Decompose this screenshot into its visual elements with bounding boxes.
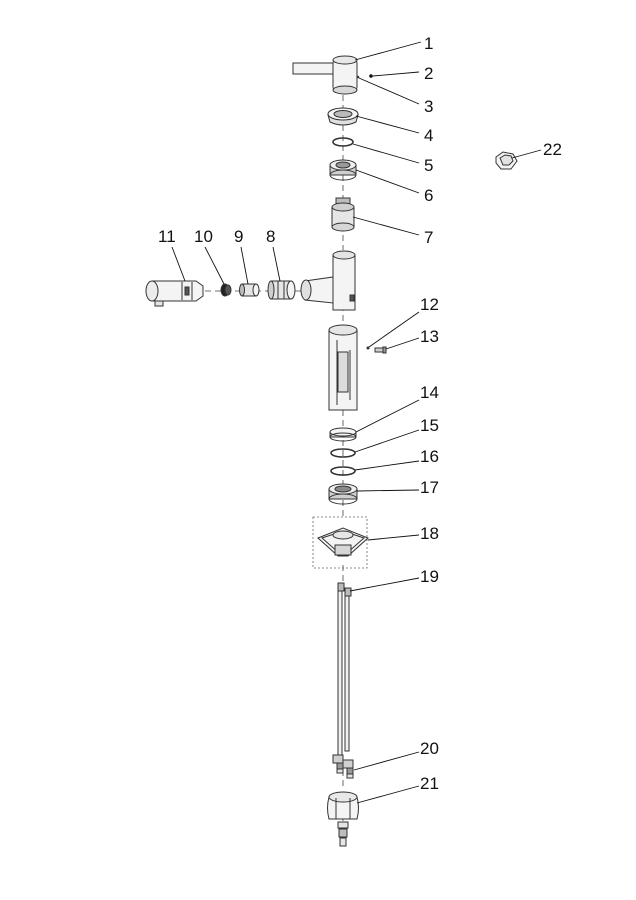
callout-labels: 1 2 3 4 5 6 7 8 9 10 11 12 13 14 15 16 1… xyxy=(158,34,562,793)
callout-7: 7 xyxy=(424,228,433,247)
callout-18: 18 xyxy=(420,524,439,543)
callout-10: 10 xyxy=(194,227,213,246)
callout-12: 12 xyxy=(420,295,439,314)
body-tube-icon xyxy=(328,324,358,411)
adapter-icon xyxy=(239,283,260,297)
counterweight-icon xyxy=(327,791,359,847)
hose-connector-icon xyxy=(267,280,296,300)
callout-4: 4 xyxy=(424,126,433,145)
o-ring-icon-15 xyxy=(330,448,356,458)
callout-5: 5 xyxy=(424,156,433,175)
supply-hoses-icon xyxy=(337,582,352,756)
nut-ring-icon xyxy=(329,159,357,181)
callout-20: 20 xyxy=(420,739,439,758)
callout-2: 2 xyxy=(424,64,433,83)
o-ring-icon-5 xyxy=(332,137,354,147)
callout-8: 8 xyxy=(266,227,275,246)
pull-out-spray-head-icon xyxy=(145,280,204,307)
threaded-ring-icon xyxy=(328,483,358,505)
leader-lines xyxy=(171,41,542,804)
screw-icon xyxy=(374,346,387,354)
callout-16: 16 xyxy=(420,447,439,466)
ring-icon xyxy=(329,427,357,442)
dome-cover-icon xyxy=(327,107,359,126)
callout-6: 6 xyxy=(424,186,433,205)
callout-14: 14 xyxy=(420,383,439,402)
lever-handle-icon xyxy=(292,55,358,95)
callout-11: 11 xyxy=(158,227,176,246)
callout-9: 9 xyxy=(234,227,243,246)
handle-cap-icon xyxy=(356,75,360,79)
callout-21: 21 xyxy=(420,774,439,793)
hex-nut-icon xyxy=(495,151,518,170)
base-plate-icon xyxy=(312,516,369,569)
aerator-screen-icon xyxy=(220,283,232,297)
callout-1: 1 xyxy=(424,34,433,53)
callout-15: 15 xyxy=(420,416,439,435)
spout-body-icon xyxy=(300,250,356,311)
set-screw-icon xyxy=(369,74,373,78)
center-axes xyxy=(205,95,344,828)
callout-3: 3 xyxy=(424,97,433,116)
cartridge-icon xyxy=(331,197,355,232)
callout-19: 19 xyxy=(420,567,439,586)
callout-17: 17 xyxy=(420,478,439,497)
hose-fittings-icon xyxy=(332,754,354,779)
pin-icon xyxy=(366,346,370,350)
callout-13: 13 xyxy=(420,327,439,346)
o-ring-icon-16 xyxy=(330,466,356,476)
callout-22: 22 xyxy=(543,140,562,159)
